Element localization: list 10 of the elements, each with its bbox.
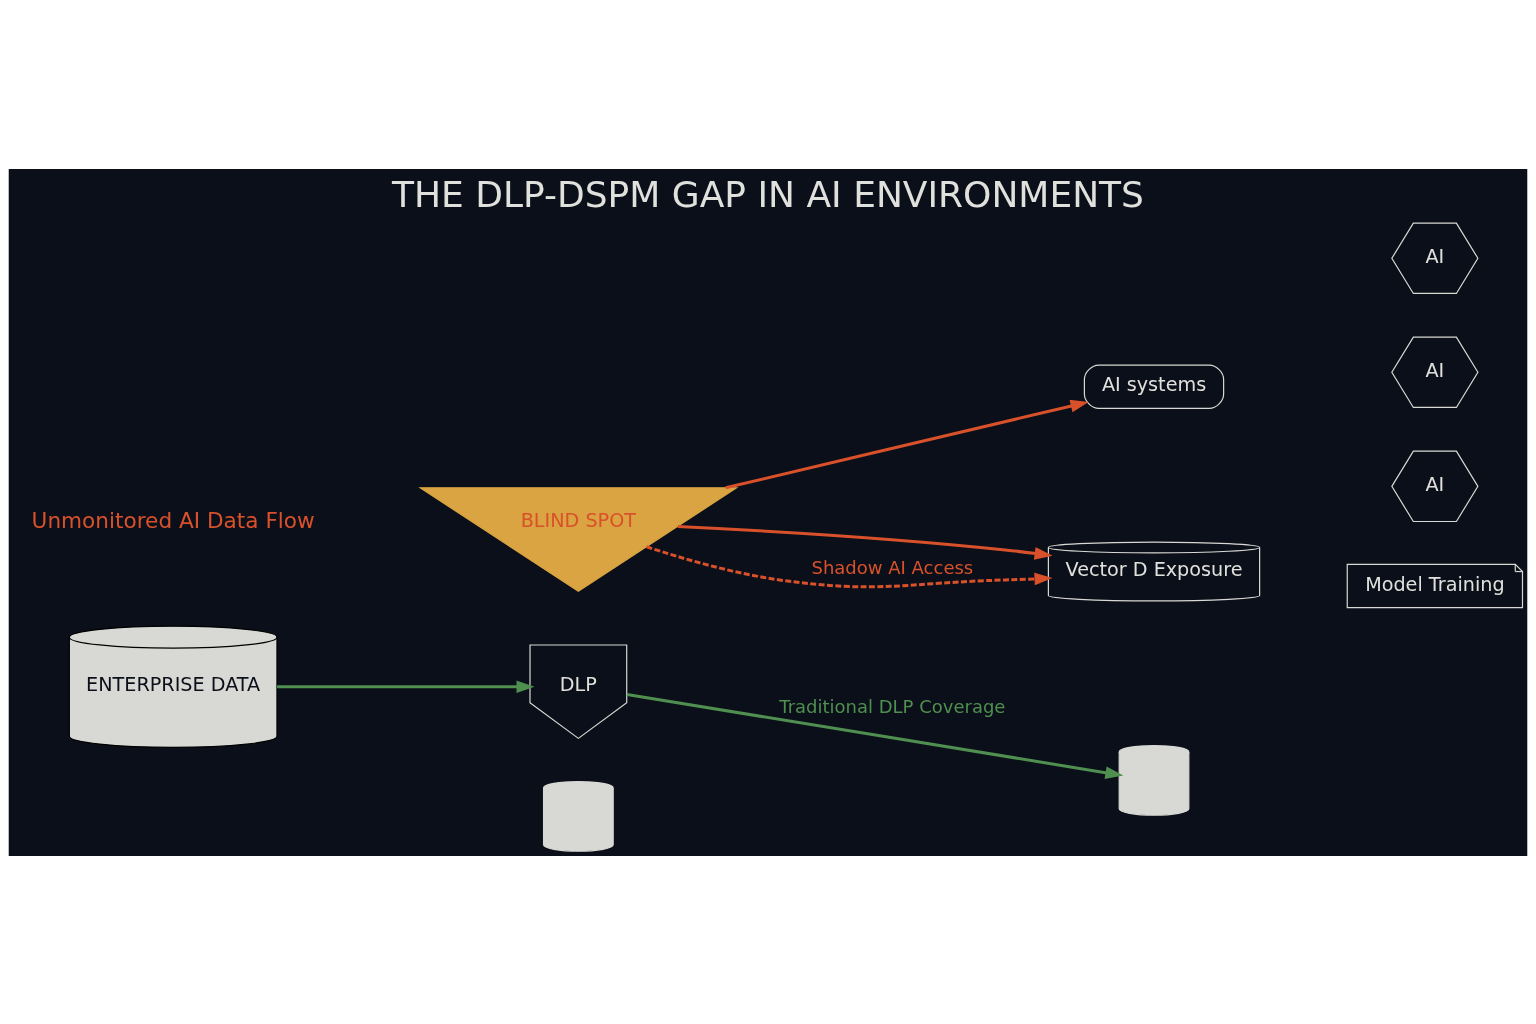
arrow bbox=[677, 524, 1053, 560]
arrow bbox=[277, 679, 535, 693]
arrow bbox=[725, 399, 1089, 489]
diagram-title: THE DLP-DSPM GAP IN AI ENVIRONMENTS bbox=[392, 173, 1144, 215]
edge-label: Traditional DLP Coverage bbox=[779, 695, 1006, 717]
node-box: AI systems bbox=[1083, 364, 1225, 409]
arrow bbox=[646, 544, 1053, 588]
arrow bbox=[626, 692, 1124, 779]
label: Unmonitored AI Data Flow bbox=[31, 507, 315, 533]
edge-label: Shadow AI Access bbox=[811, 556, 974, 578]
